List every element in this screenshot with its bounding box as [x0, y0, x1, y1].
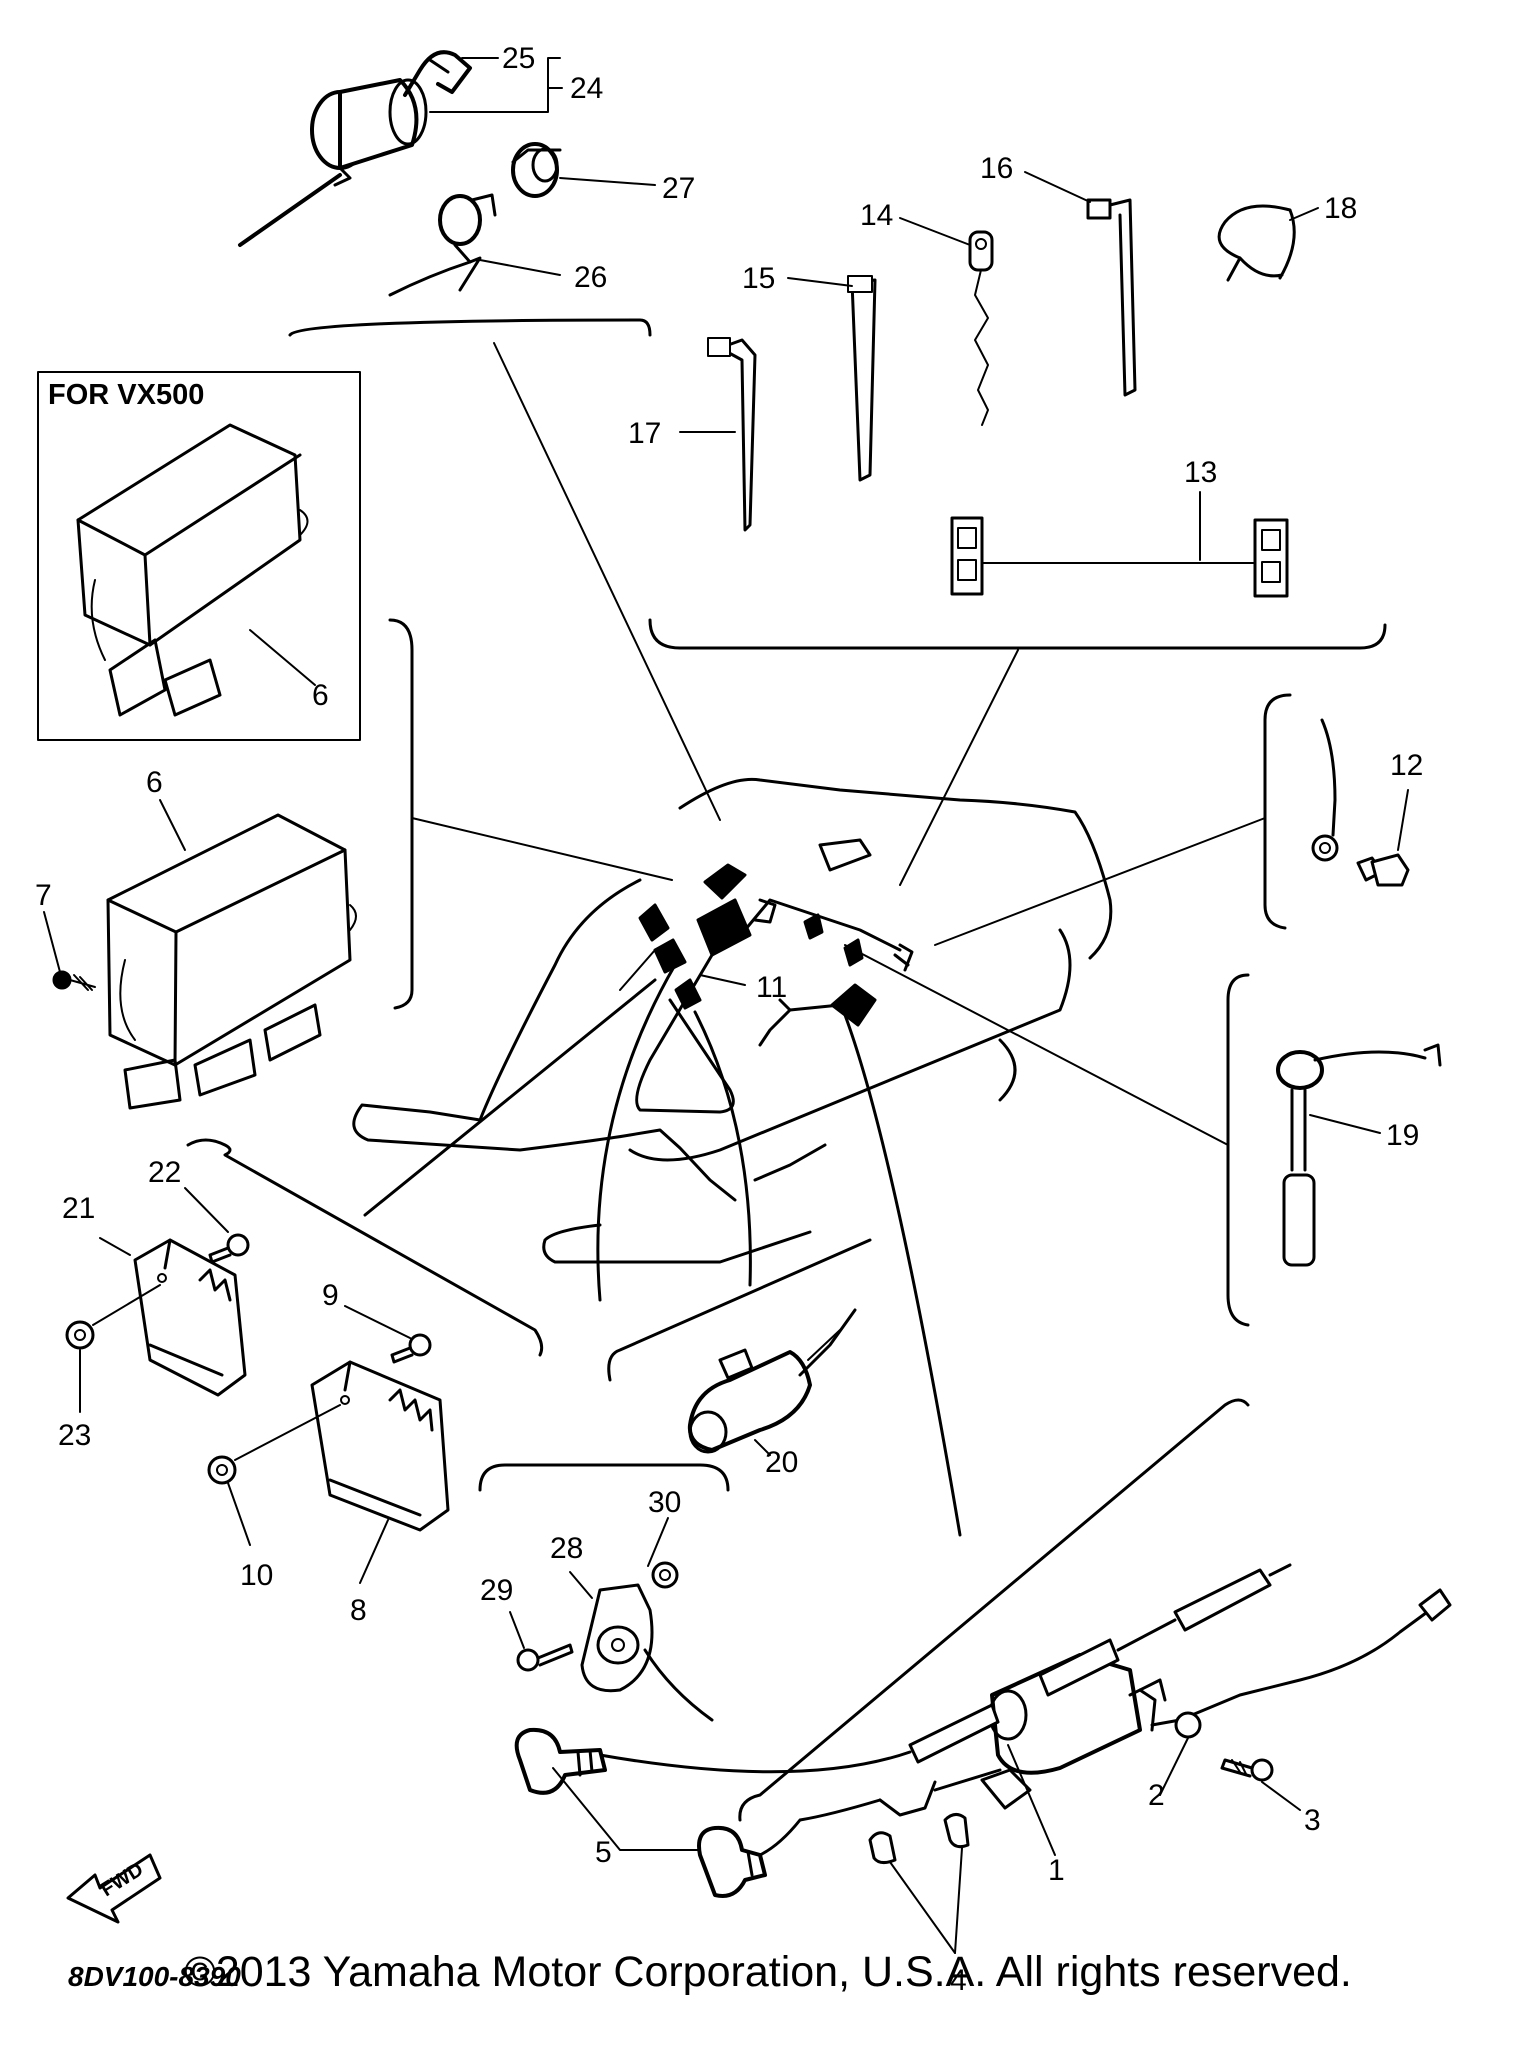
callout-24: 24 [570, 72, 603, 105]
callout-30: 30 [648, 1486, 681, 1519]
callout-3: 3 [1304, 1804, 1321, 1837]
hull-silhouette [352, 777, 1113, 1537]
callout-21: 21 [62, 1192, 95, 1225]
pulser-group [478, 1463, 730, 1722]
callout-12: 12 [1390, 749, 1423, 782]
callout-15: 15 [742, 262, 775, 295]
callout-11: 11 [756, 971, 787, 1004]
callout-18: 18 [1324, 192, 1357, 225]
main-switch-group [238, 50, 721, 821]
part-code: 8DV100-8390 [68, 1961, 241, 1992]
callout-5: 5 [595, 1836, 612, 1869]
module-group [65, 1138, 544, 1584]
svg-text:FOR VX500: FOR VX500 [48, 379, 204, 411]
callout-13: 13 [1184, 456, 1217, 489]
callout-6b: 6 [146, 766, 163, 799]
callout-14: 14 [860, 199, 893, 232]
sensor-group [844, 944, 1442, 1327]
callout-29: 29 [480, 1574, 513, 1607]
cdi-unit [43, 618, 673, 1110]
callout-23: 23 [58, 1419, 91, 1452]
callout-labels: 1 2 3 4 5 6 6 7 8 9 10 11 12 13 14 15 16… [35, 42, 1423, 1997]
callout-4: 4 [950, 1964, 967, 1997]
callout-9: 9 [322, 1279, 339, 1312]
earth-lead-group [934, 693, 1410, 946]
callout-6a: 6 [312, 679, 329, 712]
callout-10: 10 [240, 1559, 273, 1592]
callout-1: 1 [1048, 1854, 1065, 1887]
callout-8: 8 [350, 1594, 367, 1627]
callout-26: 26 [574, 261, 607, 294]
callout-2: 2 [1148, 1779, 1165, 1812]
callout-28: 28 [550, 1532, 583, 1565]
vx500-box: FOR VX500 [37, 371, 361, 741]
callout-17: 17 [628, 417, 661, 450]
fwd-arrow: FWD [66, 1853, 162, 1924]
callout-16: 16 [980, 152, 1013, 185]
callout-20: 20 [765, 1446, 798, 1479]
callout-27: 27 [662, 172, 695, 205]
copyright-notice: ©2013 Yamaha Motor Corporation, U.S.A. A… [184, 1948, 1352, 1996]
callout-19: 19 [1386, 1119, 1419, 1152]
condenser-group [607, 1238, 872, 1456]
ignition-coil-group [514, 1398, 1452, 1954]
callout-7: 7 [35, 879, 52, 912]
harness-parts-group [648, 171, 1387, 886]
callout-22: 22 [148, 1156, 181, 1189]
callout-25: 25 [502, 42, 535, 75]
